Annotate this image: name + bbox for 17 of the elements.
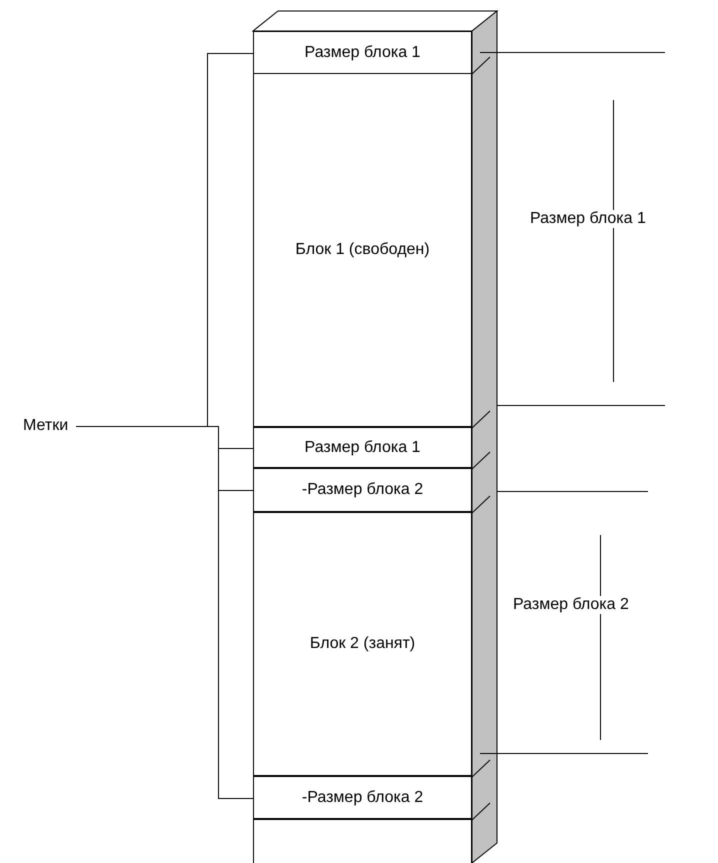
dimension-label: Размер блока 1 — [530, 210, 646, 228]
header-cell — [253, 427, 472, 468]
cell-text: Размер блока 1 — [304, 438, 420, 456]
cell-text: -Размер блока 2 — [302, 788, 424, 806]
cell-text: Блок 2 (занят) — [310, 635, 416, 653]
memory-cell — [253, 819, 472, 863]
header-cell — [253, 776, 472, 819]
header-cell — [253, 468, 472, 512]
cell-text: Размер блока 1 — [304, 44, 420, 62]
cell-text: -Размер блока 2 — [302, 481, 424, 499]
connector-line — [76, 426, 254, 799]
memory-block — [253, 512, 472, 776]
cell-text: Блок 1 (свободен) — [295, 241, 430, 259]
memory-block — [253, 73, 472, 427]
dimension-label: Размер блока 2 — [513, 596, 629, 614]
label-text: Метки — [23, 417, 68, 435]
header-cell — [253, 31, 472, 74]
